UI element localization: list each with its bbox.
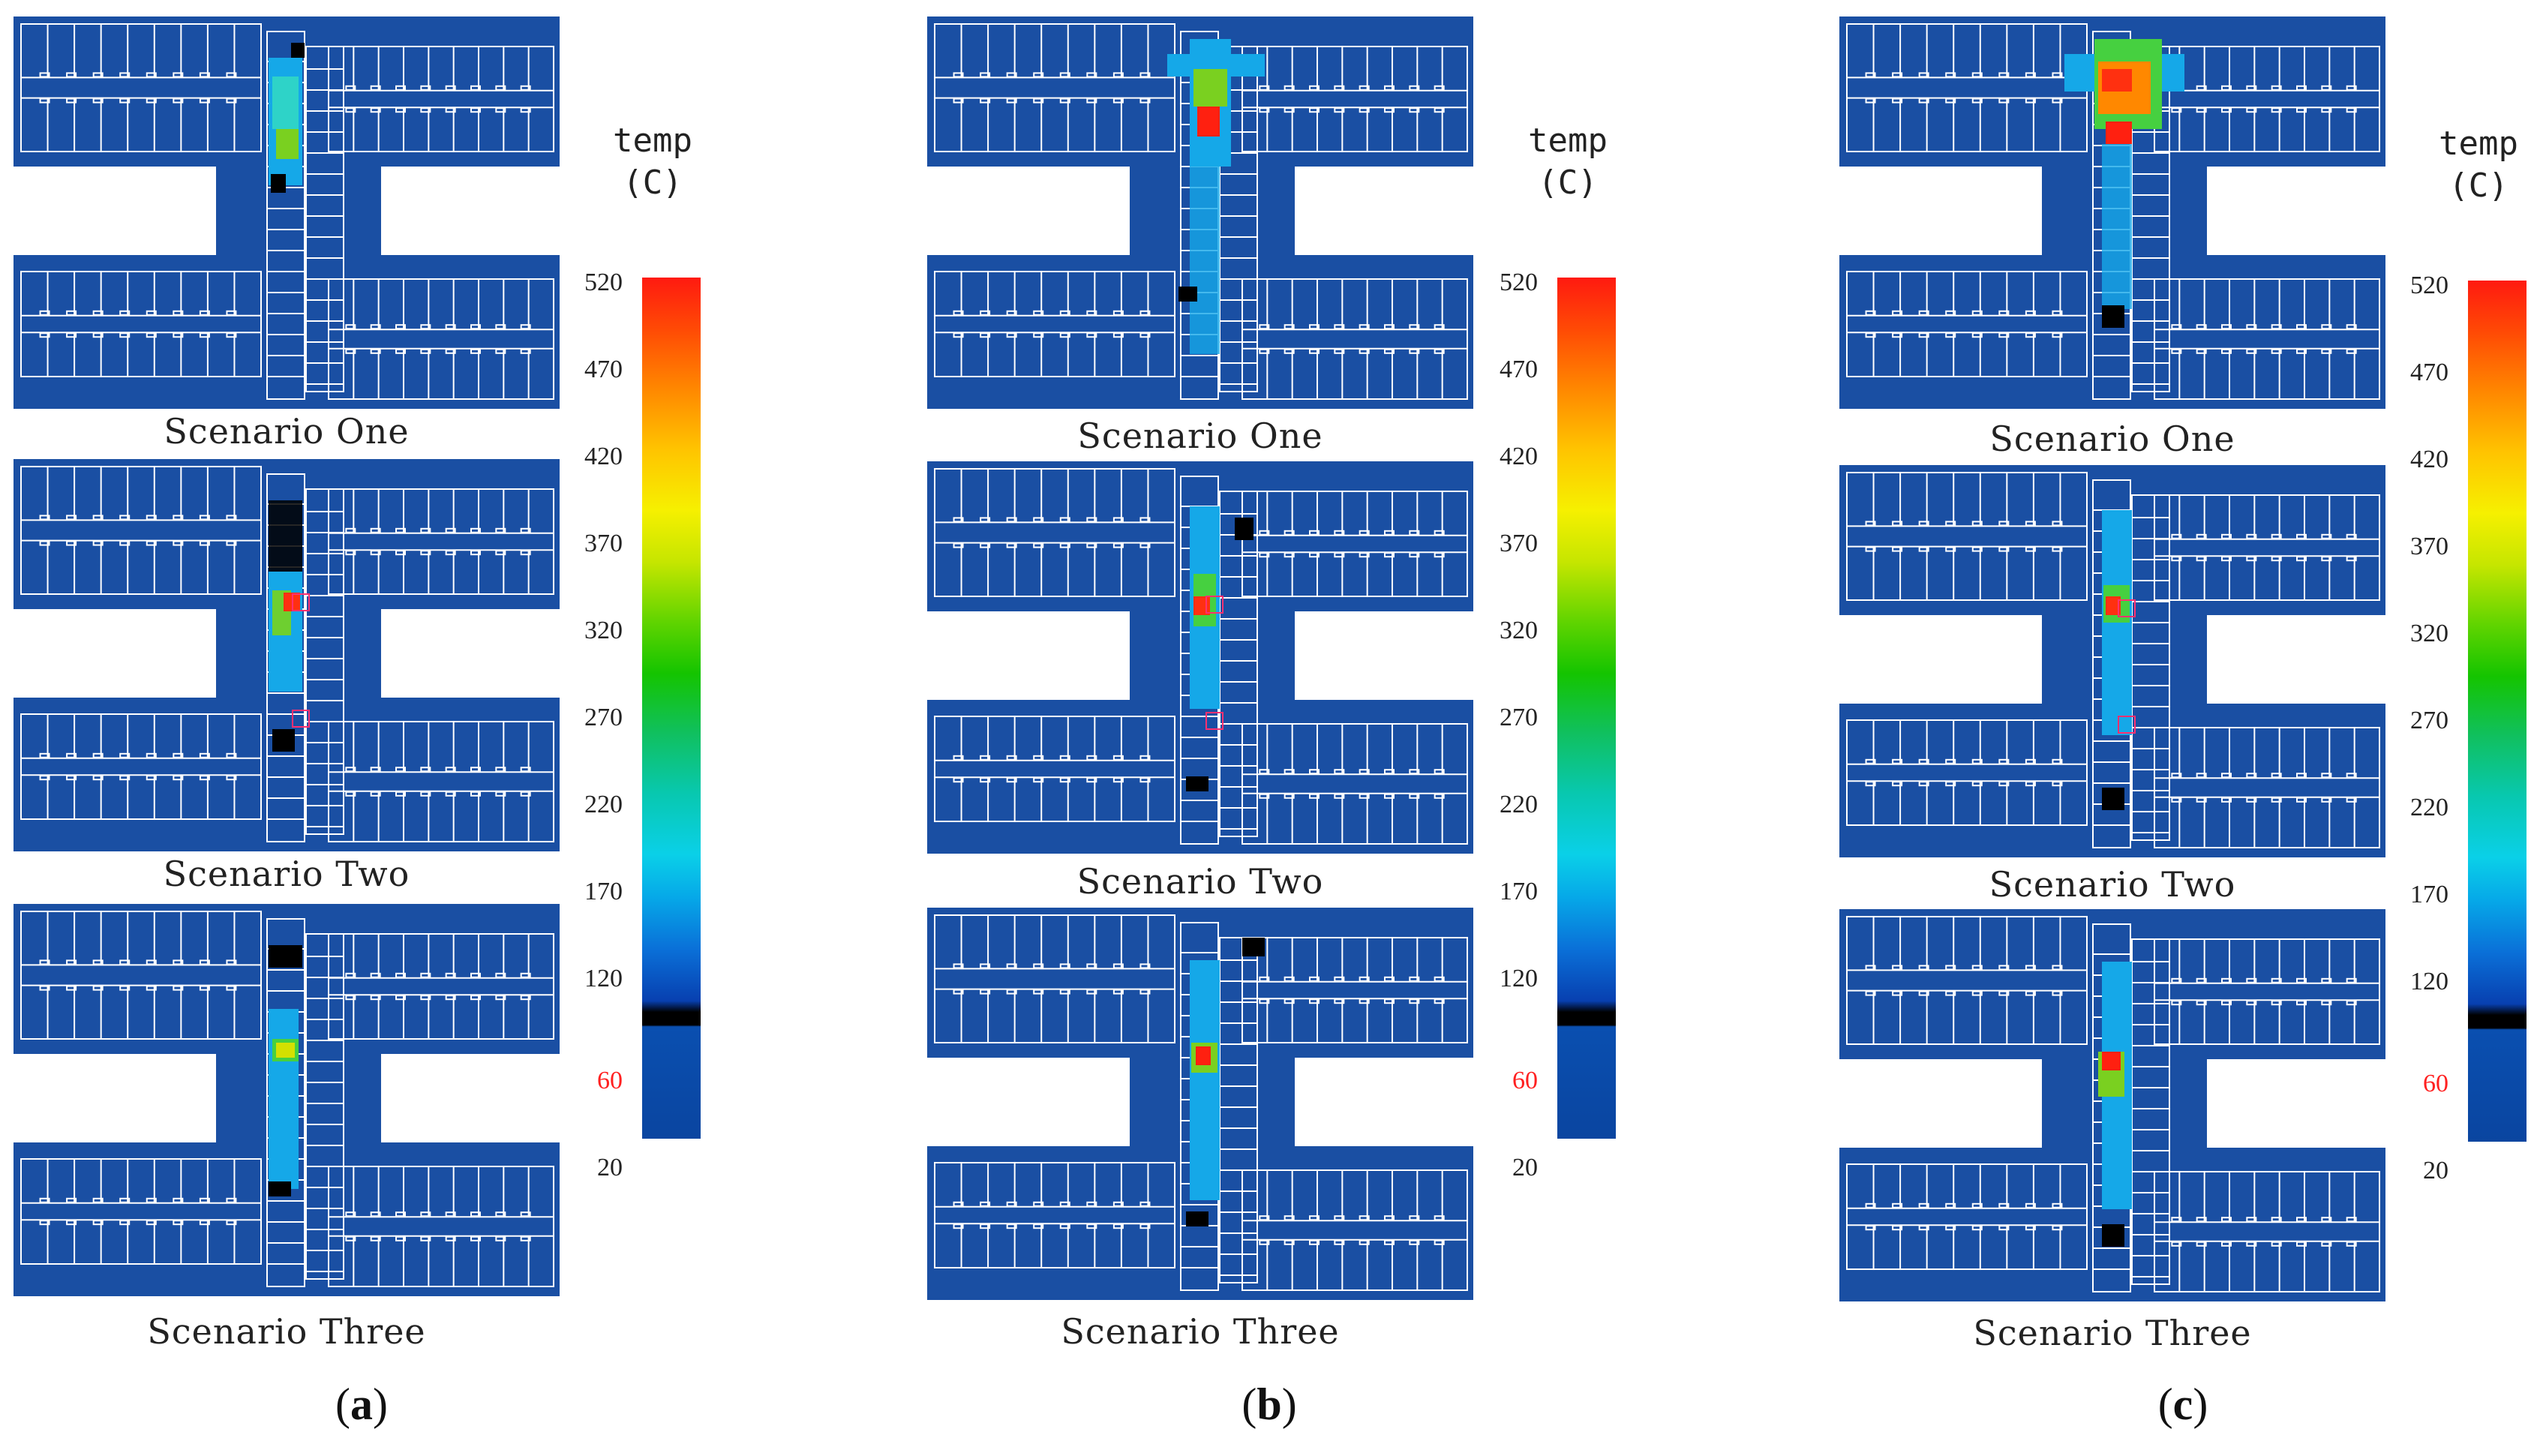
- legend-tick-420: 420: [1500, 443, 1538, 470]
- scenario-two-label: Scenario Two: [1076, 861, 1324, 902]
- scenario-three-label: Scenario Three: [147, 1311, 426, 1352]
- legend-tick-520: 520: [1500, 269, 1538, 296]
- legend-tick-20: 20: [597, 1154, 623, 1181]
- legend-title: temp(C): [613, 122, 692, 202]
- legend-tick-520: 520: [2410, 272, 2448, 299]
- legend-tick-320: 320: [1500, 617, 1538, 644]
- legend-tick-60: 60: [1512, 1067, 1538, 1094]
- floor-plan-scenario-two: [1839, 465, 2385, 857]
- color-bar: [642, 278, 701, 1139]
- legend-tick-470: 470: [2410, 359, 2448, 386]
- legend-tick-470: 470: [1500, 356, 1538, 383]
- panel-a: Scenario One Scenario Two Scenario Three…: [0, 0, 825, 1456]
- legend-tick-120: 120: [1500, 965, 1538, 992]
- floor-plan-scenario-three: [927, 908, 1473, 1300]
- floor-plan-scenario-one: [14, 17, 560, 409]
- floor-plan-drawing: [14, 459, 560, 851]
- floor-plan-scenario-one: [1839, 17, 2385, 409]
- legend-tick-520: 520: [584, 269, 623, 296]
- floor-plan-drawing: [927, 17, 1473, 409]
- legend-tick-270: 270: [1500, 704, 1538, 731]
- floor-plan-drawing: [1839, 909, 2385, 1301]
- floor-plan-drawing: [927, 461, 1473, 854]
- legend-tick-420: 420: [584, 443, 623, 470]
- legend-tick-320: 320: [584, 617, 623, 644]
- panel-label: (c): [2157, 1379, 2208, 1429]
- legend-tick-370: 370: [2410, 533, 2448, 560]
- legend-tick-170: 170: [584, 878, 623, 905]
- floor-plan-scenario-two: [927, 461, 1473, 854]
- legend-tick-20: 20: [2423, 1157, 2448, 1184]
- legend-tick-220: 220: [1500, 791, 1538, 818]
- legend-tick-120: 120: [2410, 968, 2448, 995]
- legend-tick-420: 420: [2410, 446, 2448, 473]
- legend-tick-220: 220: [584, 791, 623, 818]
- scenario-two-label: Scenario Two: [1989, 864, 2236, 905]
- color-bar: [2468, 281, 2526, 1142]
- panel-b: Scenario One Scenario Two Scenario Three…: [914, 0, 1739, 1456]
- legend-title: temp(C): [2439, 125, 2518, 205]
- floor-plan-scenario-three: [14, 904, 560, 1296]
- scenario-two-label: Scenario Two: [163, 854, 410, 894]
- scenario-one-label: Scenario One: [1077, 416, 1323, 456]
- legend-tick-270: 270: [584, 704, 623, 731]
- floor-plan-drawing: [14, 904, 560, 1296]
- legend-tick-370: 370: [1500, 530, 1538, 557]
- legend-tick-220: 220: [2410, 794, 2448, 821]
- legend-tick-170: 170: [2410, 881, 2448, 908]
- floor-plan-drawing: [1839, 17, 2385, 409]
- legend-tick-370: 370: [584, 530, 623, 557]
- floor-plan-drawing: [927, 908, 1473, 1300]
- scenario-three-label: Scenario Three: [1973, 1313, 2252, 1353]
- panel-label: (a): [335, 1379, 388, 1429]
- floor-plan-drawing: [1839, 465, 2385, 857]
- legend-tick-270: 270: [2410, 707, 2448, 734]
- legend-title: temp(C): [1528, 122, 1608, 202]
- legend-tick-470: 470: [584, 356, 623, 383]
- panel-c: Scenario One Scenario Two Scenario Three…: [1826, 0, 2534, 1456]
- color-bar: [1557, 278, 1616, 1139]
- legend-tick-20: 20: [1512, 1154, 1538, 1181]
- legend-tick-120: 120: [584, 965, 623, 992]
- temperature-legend: temp(C) 520 470 420 370 320 270 220 170 120 60 20: [563, 120, 810, 1245]
- panel-label: (b): [1241, 1379, 1297, 1429]
- floor-plan-scenario-three: [1839, 909, 2385, 1301]
- legend-tick-320: 320: [2410, 620, 2448, 647]
- temperature-legend: temp(C) 520 470 420 370 320 270 220 170 120 60 20: [2388, 123, 2534, 1248]
- legend-tick-60: 60: [2423, 1070, 2448, 1097]
- scenario-one-label: Scenario One: [164, 411, 410, 452]
- temperature-legend: temp(C) 520 470 420 370 320 270 220 170 120 60 20: [1478, 120, 1725, 1245]
- floor-plan-drawing: [14, 17, 560, 409]
- scenario-three-label: Scenario Three: [1061, 1311, 1340, 1352]
- legend-tick-60: 60: [597, 1067, 623, 1094]
- legend-tick-170: 170: [1500, 878, 1538, 905]
- scenario-one-label: Scenario One: [1989, 419, 2235, 459]
- floor-plan-scenario-two: [14, 459, 560, 851]
- floor-plan-scenario-one: [927, 17, 1473, 409]
